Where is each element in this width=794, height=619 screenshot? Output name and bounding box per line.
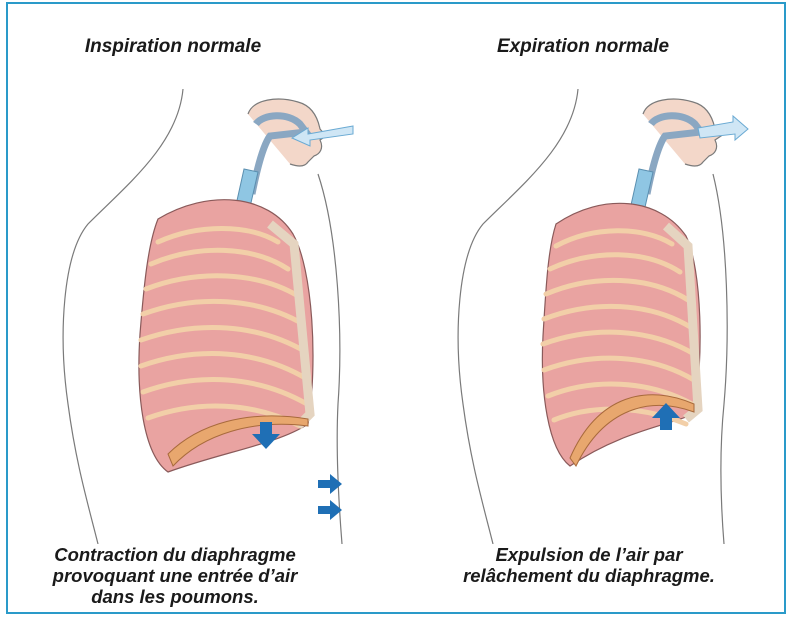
panel-expiration: Expiration normale [398,4,788,612]
abdomen-arrow-lower [318,500,342,520]
caption-line: Contraction du diaphragme [0,544,370,565]
figure-frame: Inspiration normale [6,2,786,614]
caption-line: provoquant une entrée d’air [0,565,370,586]
panel-caption: Expulsion de l’air par relâchement du di… [394,544,784,586]
panel-title: Inspiration normale [0,36,368,58]
body-outline-back [713,174,727,544]
expiration-illustration [398,74,788,544]
inspiration-illustration [8,74,398,544]
caption-line: Expulsion de l’air par [394,544,784,565]
caption-line: dans les poumons. [0,586,370,607]
panel-caption: Contraction du diaphragme provoquant une… [0,544,370,607]
caption-line: relâchement du diaphragme. [394,565,784,586]
panel-title: Expiration normale [388,36,778,58]
panel-inspiration: Inspiration normale [8,4,398,612]
